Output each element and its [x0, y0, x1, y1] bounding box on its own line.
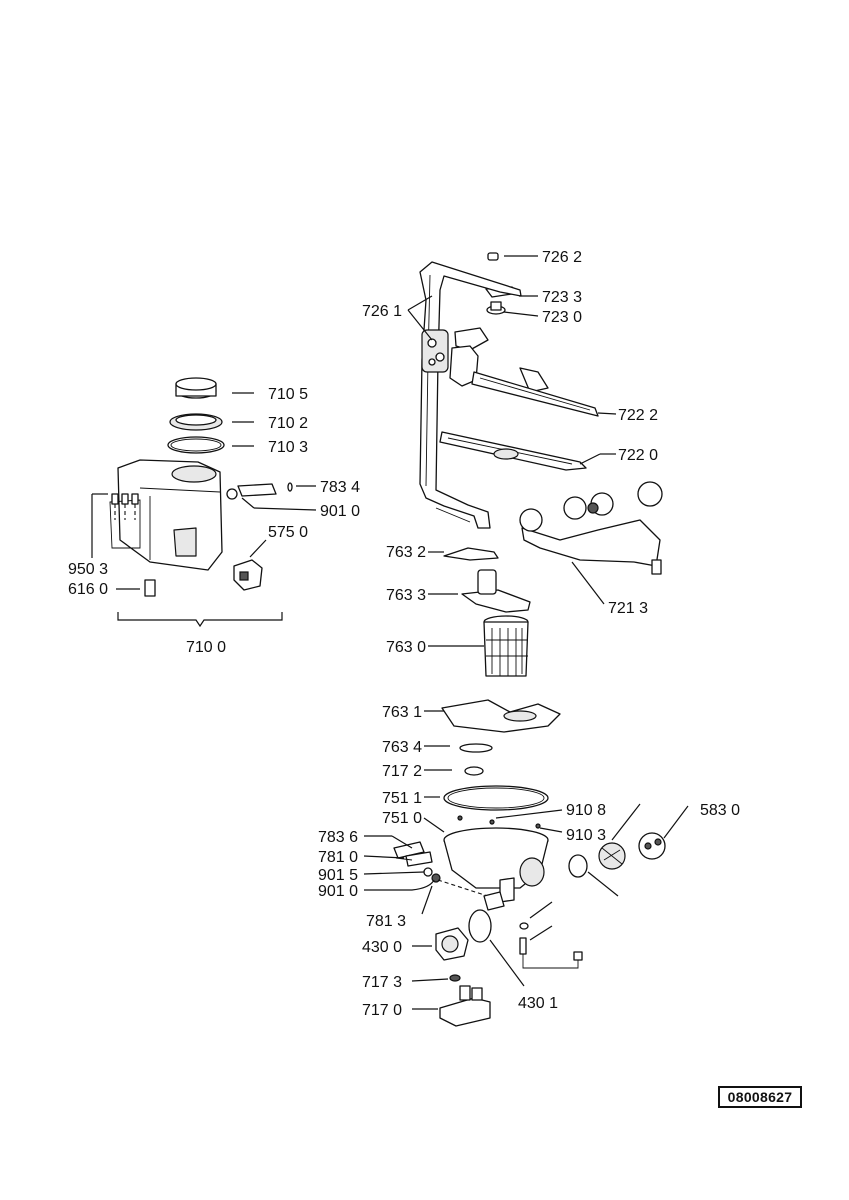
label-5750: 575 0 — [268, 524, 308, 541]
part-7813 — [483, 891, 505, 911]
part-4301 — [468, 909, 492, 943]
label-7262: 726 2 — [542, 249, 582, 266]
leader-lines — [91, 255, 689, 1010]
part-7261 — [419, 261, 522, 529]
water-softener-assembly — [109, 377, 293, 597]
label-7261: 726 1 — [362, 303, 402, 320]
label-4301: 430 1 — [518, 995, 558, 1012]
part-7262 — [487, 252, 499, 261]
label-7103: 710 3 — [268, 439, 308, 456]
part-7213 — [521, 519, 661, 567]
label-7230: 723 0 — [542, 309, 582, 326]
label-4300: 430 0 — [362, 939, 402, 956]
label-7511: 751 1 — [382, 790, 422, 807]
bracket-7100 — [117, 612, 283, 628]
label-7631: 763 1 — [382, 704, 422, 721]
part-7634 — [459, 743, 493, 753]
label-9015: 901 5 — [318, 867, 358, 884]
part-7172 — [464, 766, 484, 776]
part-7632 — [443, 547, 499, 561]
label-7173: 717 3 — [362, 974, 402, 991]
reference-code: 08008627 — [718, 1086, 802, 1108]
label-7510: 751 0 — [382, 810, 422, 827]
part-9010a — [226, 488, 238, 500]
label-7834: 783 4 — [320, 479, 360, 496]
part-7834 — [237, 483, 277, 497]
part-7103 — [167, 436, 225, 454]
part-labels: 726 2 726 1 723 3 723 0 722 2 722 0 710 … — [68, 249, 740, 1019]
label-9010a: 901 0 — [320, 503, 360, 520]
label-9108: 910 8 — [566, 802, 606, 819]
label-9103: 910 3 — [566, 827, 606, 844]
part-6160 — [144, 579, 156, 597]
label-6160: 616 0 — [68, 581, 108, 598]
label-7813: 781 3 — [366, 913, 406, 930]
part-7836 — [393, 841, 425, 859]
part-7170 — [439, 997, 491, 1027]
label-7105: 710 5 — [268, 386, 308, 403]
part-9108 — [489, 819, 495, 825]
label-7836: 783 6 — [318, 829, 358, 846]
label-7634: 763 4 — [382, 739, 422, 756]
supply-pipe-assembly — [419, 252, 663, 575]
label-7220: 722 0 — [618, 447, 658, 464]
part-5830 — [638, 832, 666, 860]
label-7172: 717 2 — [382, 763, 422, 780]
label-9010b: 901 0 — [318, 883, 358, 900]
label-7222: 722 2 — [618, 407, 658, 424]
label-7102: 710 2 — [268, 415, 308, 432]
sump-assembly — [393, 547, 666, 1027]
label-7633: 763 3 — [386, 587, 426, 604]
label-9503: 950 3 — [68, 561, 108, 578]
part-9503 — [111, 493, 139, 520]
label-5830: 583 0 — [700, 802, 740, 819]
label-7213: 721 3 — [608, 600, 648, 617]
label-7632: 763 2 — [386, 544, 426, 561]
label-7810: 781 0 — [318, 849, 358, 866]
part-9015 — [423, 867, 433, 877]
label-7233: 723 3 — [542, 289, 582, 306]
part-7173 — [449, 974, 461, 982]
label-7170: 717 0 — [362, 1002, 402, 1019]
label-7100: 710 0 — [186, 639, 226, 656]
part-7631 — [441, 699, 561, 733]
part-7511 — [443, 785, 549, 811]
part-7810 — [405, 851, 433, 867]
part-9103 — [535, 823, 541, 829]
part-7633 — [461, 589, 531, 613]
label-7630: 763 0 — [386, 639, 426, 656]
